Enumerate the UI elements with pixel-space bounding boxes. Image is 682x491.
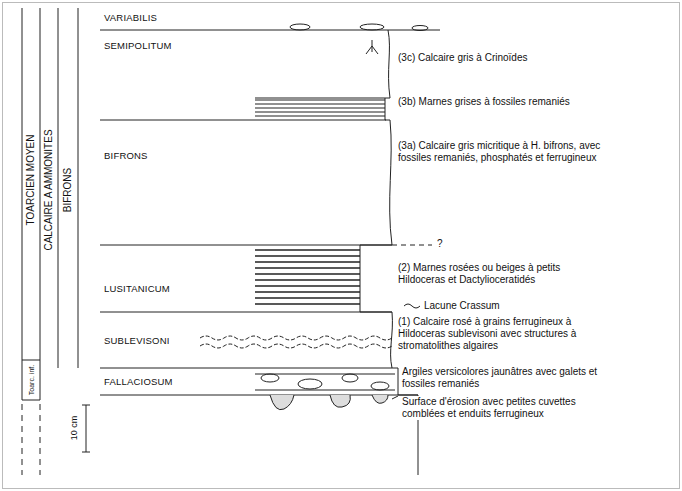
surface-description: Surface d'érosion avec petites cuvettes …	[402, 396, 617, 420]
zone-name: LUSITANICUM	[104, 283, 170, 295]
stage-name: Toarc. inf.	[27, 365, 36, 395]
bed-description: (3a) Calcaire gris micritique à H. bifro…	[398, 140, 613, 164]
bed-description: (2) Marnes rosées ou beiges à petits Hil…	[398, 262, 598, 286]
gap-note: Lacune Crassum	[424, 300, 544, 312]
zone-name: SUBLEVISONI	[104, 335, 170, 347]
bed-description: (3b) Marnes grises à fossiles remaniés	[398, 96, 648, 108]
bed-description: (3c) Calcaire gris à Crinoïdes	[398, 52, 648, 64]
zone-name: VARIABILIS	[104, 12, 157, 24]
stage-name: TOARCIEN MOYEN	[25, 135, 37, 226]
bed-description: (1) Calcaire rosé à grains ferrugineux à…	[398, 316, 603, 352]
bed-description: Argiles versicolores jaunâtres avec gale…	[402, 366, 617, 390]
zone-group: BIFRONS	[62, 168, 74, 212]
formation-name: CALCAIRE A AMMONITES	[43, 129, 55, 250]
query-mark: ?	[437, 238, 449, 250]
scale-label: 10 cm	[69, 416, 80, 441]
zone-name: SEMIPOLITUM	[104, 40, 172, 52]
zone-name: BIFRONS	[104, 150, 148, 162]
zone-name: FALLACIOSUM	[104, 376, 173, 388]
